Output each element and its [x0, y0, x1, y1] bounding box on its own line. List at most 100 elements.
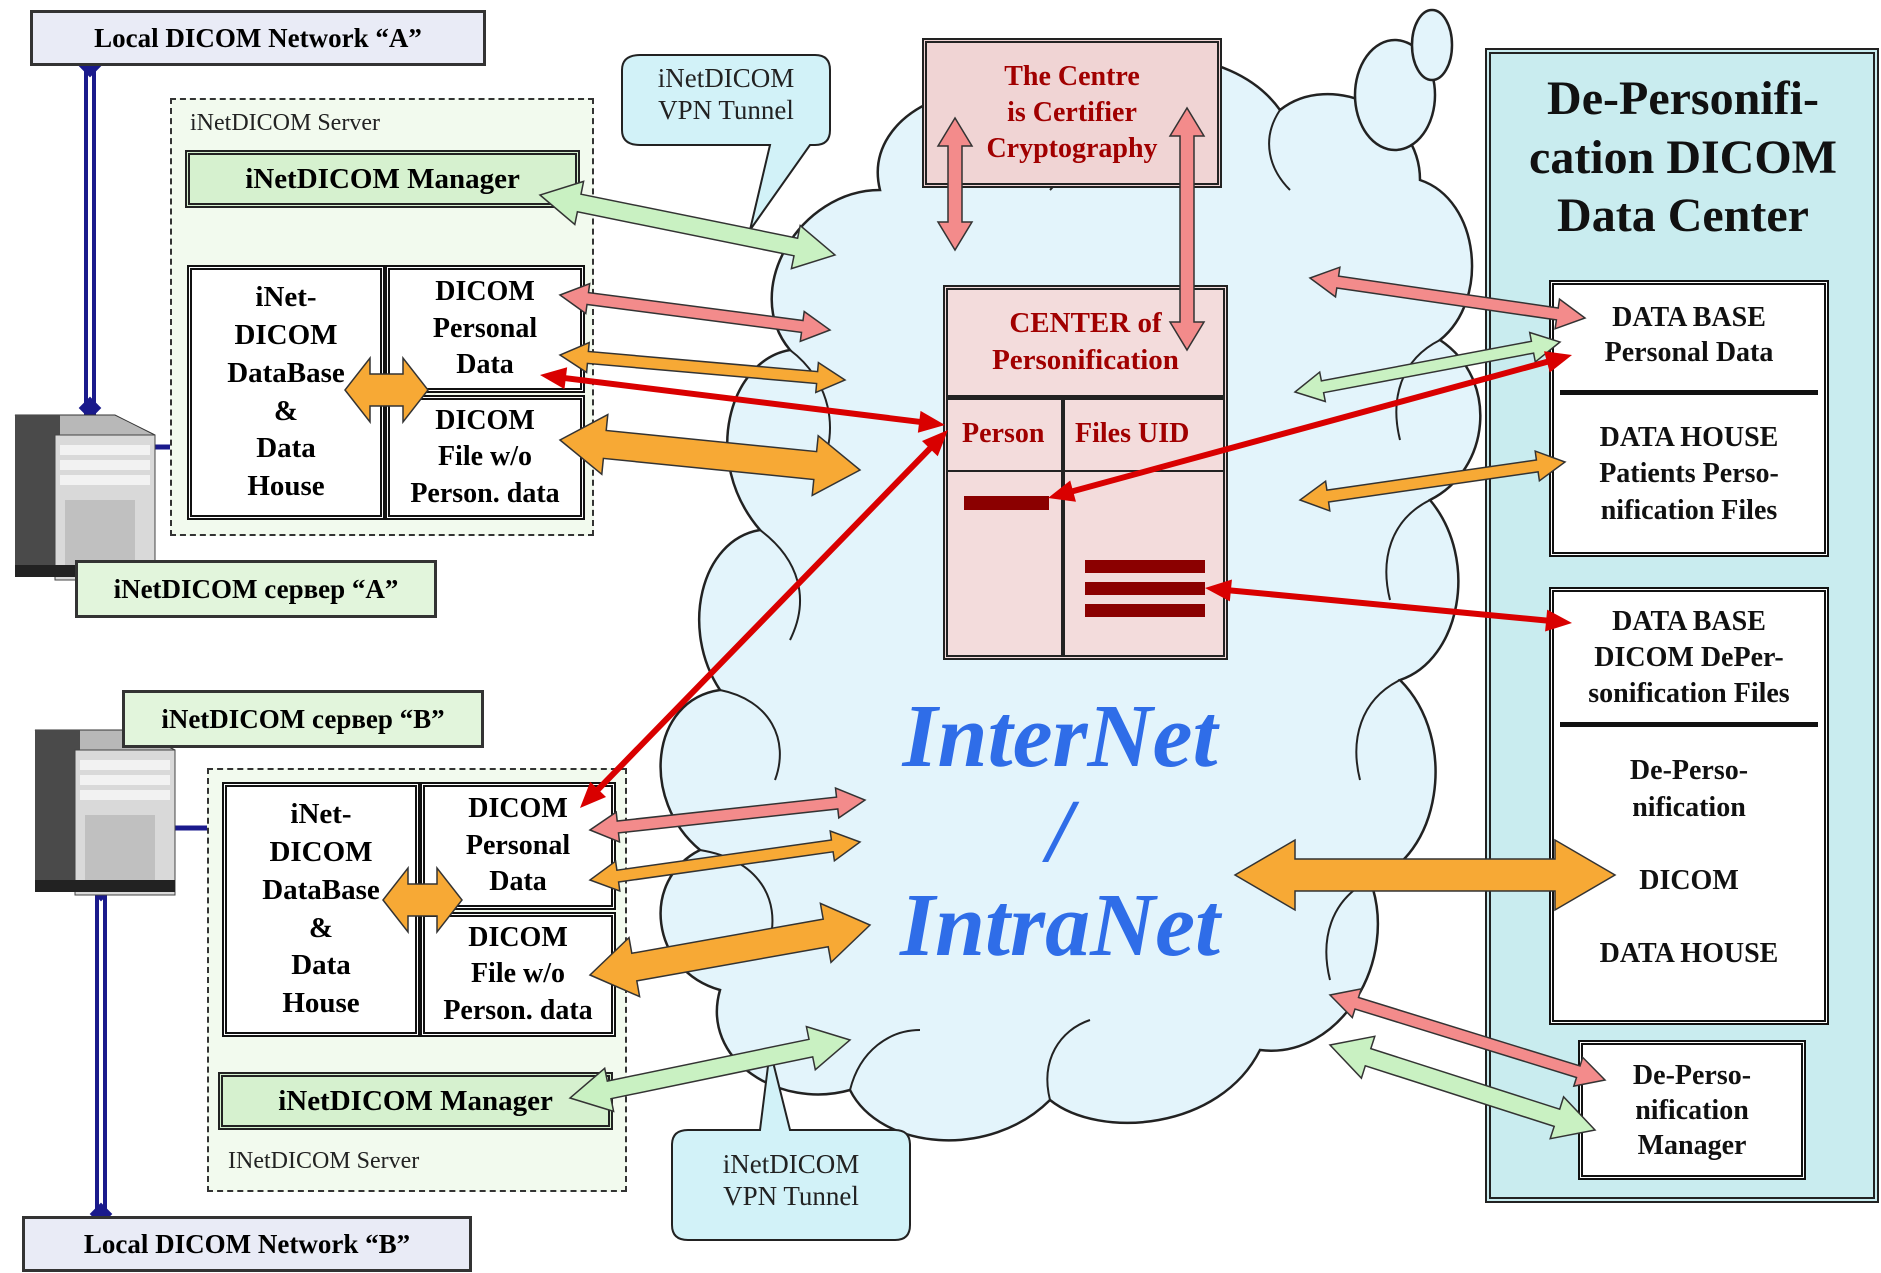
db-depers-line: sonification Files: [1588, 677, 1790, 709]
data-house-line: DATA HOUSE: [1599, 421, 1779, 453]
db-a-line: DICOM: [234, 319, 338, 352]
vpn-top-line: iNetDICOM: [657, 63, 795, 93]
data-house-line: Patients Perso-: [1599, 458, 1779, 490]
center-col-files: Files UID: [1075, 418, 1190, 449]
db-personal-line: Personal Data: [1604, 337, 1774, 368]
db-b-line: &: [308, 911, 334, 944]
server-a-name-label: iNetDICOM сервер “A”: [75, 560, 437, 618]
files-record-bar: [1085, 582, 1205, 595]
db-a-line: iNet-: [255, 281, 317, 314]
network-a-label: Local DICOM Network “A”: [30, 10, 486, 66]
db-a-line: House: [247, 469, 325, 502]
fw-b-line: DICOM: [468, 921, 568, 953]
network-a-label-text: Local DICOM Network “A”: [94, 22, 422, 53]
divider: [1560, 722, 1818, 727]
server-a-file-wo[interactable]: DICOM File w/o Person. data: [385, 395, 585, 520]
server-a-personal-data[interactable]: DICOM Personal Data: [385, 265, 585, 393]
data-house-line: nification Files: [1600, 494, 1778, 526]
db-depers-line: DATA BASE: [1612, 606, 1766, 638]
data-center-box-2: [1549, 587, 1829, 1025]
db-b-line: iNet-: [290, 798, 352, 831]
depers-manager-line: Manager: [1637, 1129, 1747, 1161]
pd-a-line: Personal: [432, 312, 538, 344]
certifier-line: The Centre: [1004, 61, 1140, 93]
depers-manager-line: De-Perso-: [1632, 1059, 1752, 1091]
data-center-title-line: De-Personifi-: [1547, 72, 1819, 126]
center-col-person: Person: [962, 418, 1045, 449]
data-house-patients[interactable]: DATA HOUSE Patients Perso- nification Fi…: [1554, 402, 1824, 547]
fw-a-line: DICOM: [435, 404, 535, 436]
vpn-bottom-text: iNetDICOM VPN Tunnel: [672, 1148, 910, 1213]
person-record-bar: [964, 496, 1049, 510]
server-a-database[interactable]: iNet- DICOM DataBase & Data House: [187, 265, 385, 520]
vpn-bottom-line: iNetDICOM: [722, 1149, 860, 1179]
cloud-label-line: /: [1047, 781, 1073, 881]
vpn-bottom-line: VPN Tunnel: [723, 1181, 859, 1212]
center-divider: [948, 395, 1223, 400]
center-title-line: CENTER of: [1009, 307, 1162, 340]
certifier-box[interactable]: The Centre is Certifier Cryptography: [922, 38, 1222, 188]
center-header-divider: [948, 470, 1223, 472]
server-b-personal-data[interactable]: DICOM Personal Data: [420, 782, 616, 910]
fw-a-line: File w/o: [437, 441, 533, 473]
db-b-line: Data: [291, 949, 351, 982]
files-record-bar: [1085, 560, 1205, 573]
db-a-line: DataBase: [227, 356, 345, 389]
db-personal-data[interactable]: DATA BASE Personal Data: [1554, 290, 1824, 380]
depers-house-line-4: DATA HOUSE: [1599, 938, 1779, 969]
server-b-manager[interactable]: iNetDICOM Manager: [218, 1072, 613, 1130]
vpn-top-line: VPN Tunnel: [658, 95, 794, 126]
db-b-line: DataBase: [262, 873, 380, 906]
pd-a-line: DICOM: [435, 276, 535, 308]
server-b-computer-icon: [34, 729, 176, 896]
pd-b-line: Data: [489, 866, 547, 898]
server-a-manager-text: iNetDICOM Manager: [245, 162, 520, 195]
data-center-title-line: Data Center: [1557, 189, 1809, 243]
vpn-top-text: iNetDICOM VPN Tunnel: [622, 62, 830, 127]
data-center-title-line: cation DICOM: [1529, 130, 1837, 184]
db-b-line: DICOM: [269, 836, 373, 869]
divider: [1560, 390, 1818, 395]
server-b-name-label: iNetDICOM сервер “B”: [122, 690, 484, 748]
server-b-name-text: iNetDICOM сервер “B”: [161, 703, 445, 734]
depers-manager-line: nification: [1635, 1094, 1749, 1126]
db-a-line: &: [273, 394, 299, 427]
fw-b-line: File w/o: [470, 958, 566, 990]
certifier-line: Cryptography: [986, 132, 1158, 164]
center-col-divider: [1061, 400, 1065, 655]
files-record-bar: [1085, 604, 1205, 617]
server-b-database[interactable]: iNet- DICOM DataBase & Data House: [222, 782, 420, 1037]
pd-a-line: Data: [456, 349, 514, 381]
network-a-line: [78, 54, 102, 420]
depers-house-line-2: nification: [1632, 792, 1746, 823]
depers-house-line-1: De-Perso-: [1629, 755, 1749, 786]
db-personal-line: DATA BASE: [1612, 302, 1766, 333]
db-b-line: House: [282, 986, 360, 1019]
cloud-label-line: IntraNet: [899, 876, 1221, 975]
network-b-label-text: Local DICOM Network “B”: [83, 1228, 411, 1259]
server-a-name-text: iNetDICOM сервер “A”: [113, 573, 399, 604]
server-b-manager-text: iNetDICOM Manager: [278, 1084, 553, 1117]
server-b-container-label: INetDICOM Server: [228, 1148, 420, 1174]
center-of-personification[interactable]: CENTER of Personification Person Files U…: [943, 285, 1228, 660]
cloud-label: InterNet / IntraNet: [860, 689, 1260, 975]
center-title: CENTER of Personification: [948, 294, 1223, 389]
fw-b-line: Person. data: [443, 994, 593, 1026]
certifier-line: is Certifier: [1007, 97, 1137, 129]
fw-a-line: Person. data: [410, 477, 560, 509]
server-b-file-wo[interactable]: DICOM File w/o Person. data: [420, 912, 616, 1037]
db-depers-line: DICOM DePer-: [1594, 642, 1784, 674]
pd-b-line: Personal: [465, 829, 571, 861]
depers-house-line-3: DICOM: [1639, 865, 1739, 896]
network-b-label: Local DICOM Network “B”: [22, 1216, 472, 1272]
center-title-line: Personification: [992, 343, 1179, 376]
db-a-line: Data: [256, 432, 316, 465]
server-a-container-label: iNetDICOM Server: [190, 110, 380, 136]
data-center-box-1: [1549, 280, 1829, 557]
server-a-computer-icon: [14, 414, 156, 581]
db-depersonification-files[interactable]: DATA BASE DICOM DePer- sonification File…: [1554, 598, 1824, 718]
server-a-manager[interactable]: iNetDICOM Manager: [185, 150, 580, 208]
data-center-title: De-Personifi- cation DICOM Data Center: [1488, 68, 1878, 248]
depersonification-manager[interactable]: De-Perso- nification Manager: [1578, 1040, 1806, 1180]
